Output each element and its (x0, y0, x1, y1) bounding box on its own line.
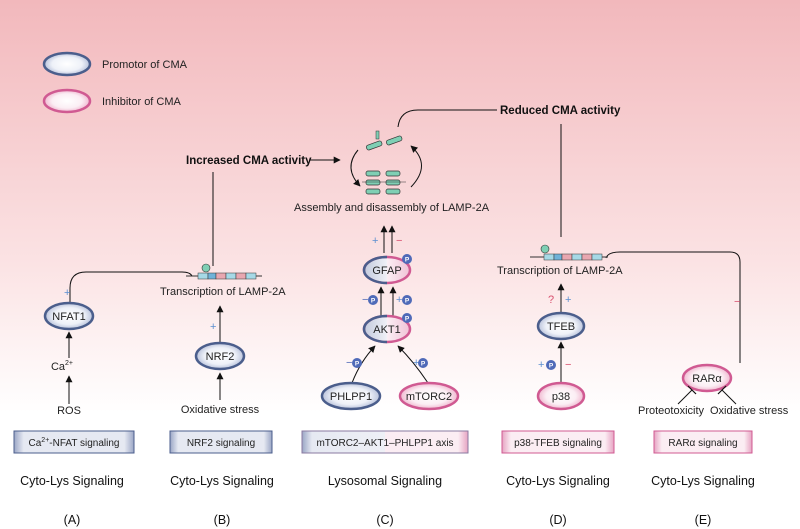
category-b: Cyto-Lys Signaling (170, 474, 274, 488)
panel-e: (E) (695, 513, 712, 527)
panel-b: (B) (214, 513, 231, 527)
mtorc2-phospho-icon (418, 358, 428, 368)
b-plus-sign: + (210, 321, 216, 333)
pathway-boxes: Ca2+-NFAT signaling NRF2 signaling mTORC… (13, 430, 753, 454)
pathway-box-c (301, 430, 469, 454)
svg-text:P: P (421, 361, 426, 368)
svg-text:P: P (355, 361, 360, 368)
p38-label: p38 (552, 391, 570, 403)
d-plus-sign: + (565, 294, 571, 306)
svg-text:+: + (396, 294, 402, 306)
lamp2a-assembly-cycle (350, 130, 422, 195)
panel-a: (A) (64, 513, 81, 527)
oxidative-stress-e-label: Oxidative stress (710, 405, 789, 417)
panel-labels: (A) (B) (C) (D) (E) (64, 513, 712, 527)
column-d: ? + TFEB + P − p38 (536, 283, 586, 411)
gfap-phospho-icon (402, 254, 412, 264)
nrf2-node (194, 341, 246, 371)
akt1-gfap-phospho-right-icon (402, 295, 412, 305)
pathway-label-a: Ca2+-NFAT signaling (29, 437, 120, 449)
svg-text:−: − (565, 359, 571, 371)
akt1-gfap-phospho-left-icon (368, 295, 378, 305)
proteotoxicity-label: Proteotoxicity (638, 405, 705, 417)
mtorc2-node (398, 381, 460, 411)
lamp2a-gene-icon-b (186, 263, 262, 280)
ros-label: ROS (57, 405, 81, 417)
mtorc2-label: mTORC2 (406, 391, 452, 403)
oxidative-stress-b-label: Oxidative stress (181, 404, 260, 416)
pathway-label-c: mTORC2–AKT1–PHLPP1 axis (316, 438, 453, 449)
p38-phospho-icon (546, 360, 556, 370)
category-c: Lysosomal Signaling (328, 474, 442, 488)
nfat1-label: NFAT1 (52, 311, 85, 323)
category-d: Cyto-Lys Signaling (506, 474, 610, 488)
legend-inhibitor-label: Inhibitor of CMA (102, 96, 182, 108)
transcription-label-d: Transcription of LAMP-2A (497, 265, 623, 277)
svg-text:−: − (362, 294, 368, 306)
nfat1-node (43, 301, 95, 331)
gfap-label: GFAP (372, 265, 401, 277)
phlpp1-phospho-icon (352, 358, 362, 368)
akt1-phospho-icon (402, 313, 412, 323)
pathway-box-d (501, 430, 615, 454)
column-b: + NRF2 Oxidative stress (181, 305, 260, 416)
pathway-label-b: NRF2 signaling (187, 438, 255, 449)
pathway-box-a (13, 430, 135, 454)
svg-text:P: P (549, 363, 554, 370)
p38-node (536, 381, 586, 411)
tfeb-label: TFEB (547, 321, 575, 333)
reduced-cma-label: Reduced CMA activity (500, 105, 621, 117)
rara-label: RARα (692, 373, 722, 385)
pathway-box-b (169, 430, 273, 454)
column-e: − RARα Proteotoxicity Oxidative stress (638, 296, 789, 417)
phlpp1-label: PHLPP1 (330, 391, 372, 403)
svg-text:−: − (346, 357, 352, 369)
lamp2a-multimer-icon (362, 170, 406, 195)
ca-label: Ca2+ (51, 360, 73, 373)
svg-text:P: P (371, 298, 376, 305)
cycle-arrow-right (410, 145, 422, 188)
column-a: + NFAT1 Ca2+ ROS (43, 287, 95, 417)
svg-text:+: + (413, 357, 419, 369)
d-question-sign: ? (548, 294, 554, 306)
legend-promoter-swatch (42, 51, 92, 77)
lamp2a-gene-icon-d (530, 244, 608, 261)
gfap-plus-sign: + (372, 235, 378, 247)
category-e: Cyto-Lys Signaling (651, 474, 755, 488)
tfeb-node (536, 311, 586, 341)
akt1-label: AKT1 (373, 324, 401, 336)
svg-text:P: P (405, 316, 410, 323)
column-c: GFAP P − P + P AKT1 P − P + P PHLPP1 mTO… (320, 254, 460, 411)
svg-text:P: P (405, 257, 410, 264)
pathway-label-d: p38-TFEB signaling (514, 438, 602, 449)
rara-node (681, 363, 733, 393)
pathway-label-e: RARα signaling (668, 438, 737, 449)
lamp2a-monomer-icon (366, 130, 403, 151)
gfap-double-arrows (380, 225, 396, 253)
cycle-arrow-left (350, 149, 361, 187)
connector-lines (69, 109, 741, 363)
gfap-minus-sign: − (396, 235, 402, 247)
nrf2-label: NRF2 (206, 351, 235, 363)
a-plus-sign: + (64, 287, 70, 299)
increased-cma-label: Increased CMA activity (186, 155, 312, 167)
panel-c: (C) (376, 513, 393, 527)
transcription-label-b: Transcription of LAMP-2A (160, 286, 286, 298)
category-a: Cyto-Lys Signaling (20, 474, 124, 488)
phlpp1-node (320, 381, 382, 411)
legend-promoter-label: Promotor of CMA (102, 59, 188, 71)
svg-text:P: P (405, 298, 410, 305)
category-labels: Cyto-Lys Signaling Cyto-Lys Signaling Ly… (20, 474, 755, 488)
legend-inhibitor-swatch (42, 88, 92, 114)
assembly-label: Assembly and disassembly of LAMP-2A (294, 202, 490, 214)
svg-text:+: + (538, 359, 544, 371)
pathway-box-e (653, 430, 753, 454)
e-minus-sign: − (734, 296, 740, 308)
panel-d: (D) (549, 513, 566, 527)
legend: Promotor of CMA Inhibitor of CMA (42, 51, 188, 114)
